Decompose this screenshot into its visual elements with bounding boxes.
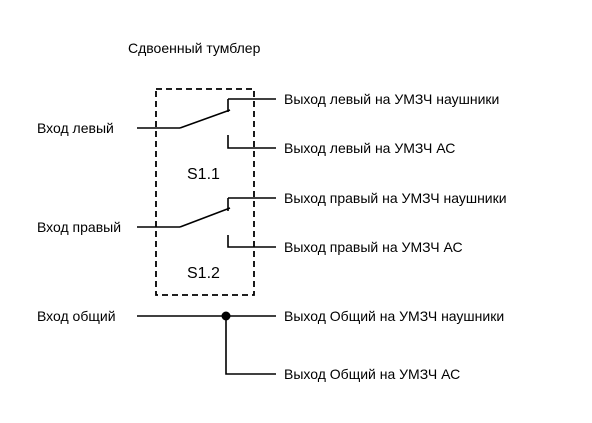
switch-s1-1-lever (179, 109, 231, 129)
input-left-label: Вход левый (37, 120, 114, 136)
output-left-speakers-label: Выход левый на УМЗЧ АС (284, 140, 455, 156)
output-right-speakers-label: Выход правый на УМЗЧ АС (284, 239, 463, 255)
common-wire (137, 311, 276, 375)
diagram-title: Сдвоенный тумблер (128, 40, 261, 56)
wire-left-speakers-out (227, 135, 276, 149)
switch-enclosure (155, 88, 255, 296)
switch-s1-2-lever (179, 207, 231, 228)
input-common-label: Вход общий (37, 308, 116, 324)
output-common-speakers-label: Выход Общий на УМЗЧ АС (284, 366, 460, 382)
input-right-label: Вход правый (37, 219, 121, 235)
output-common-headphones-label: Выход Общий на УМЗЧ наушники (284, 308, 504, 324)
switch-s1-2-label: S1.2 (187, 265, 220, 282)
output-left-headphones-label: Выход левый на УМЗЧ наушники (284, 91, 499, 107)
wire-right-speakers-out (227, 235, 276, 248)
output-right-headphones-label: Выход правый на УМЗЧ наушники (284, 190, 507, 206)
wire-common-speakers-out (225, 316, 276, 375)
switch-s1-1-label: S1.1 (187, 166, 220, 183)
junction-dot (221, 311, 231, 321)
switch-s1-2: S1.2 (137, 197, 276, 282)
switch-s1-1: S1.1 (137, 98, 276, 183)
